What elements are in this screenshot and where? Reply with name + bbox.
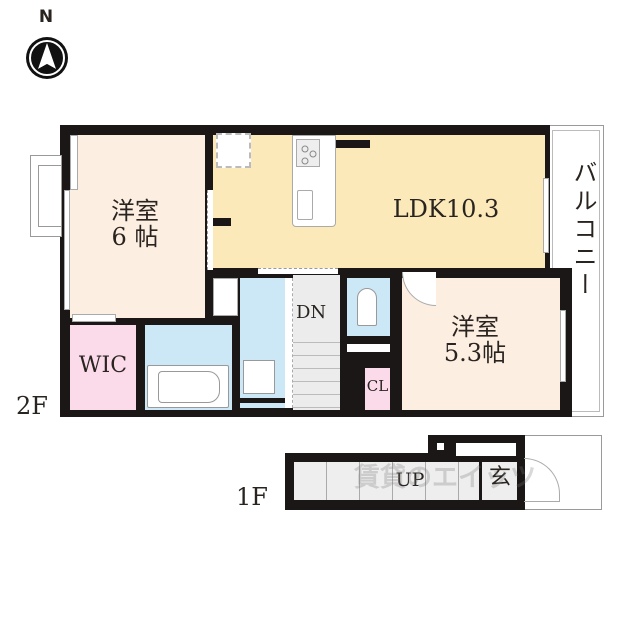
room-wic [70, 325, 136, 410]
wall-ldk-notch [335, 135, 367, 140]
entrance-label: 玄 [488, 465, 511, 490]
ldk-partition-opening [207, 190, 213, 270]
room-size: 5.3帖 [443, 339, 507, 368]
wall-stub [70, 135, 78, 190]
shoe-box [456, 443, 516, 456]
room-size: 6 帖 [111, 223, 159, 252]
stairs-label: DN [296, 302, 327, 323]
stairs-1f [294, 462, 479, 500]
window-west [64, 190, 70, 310]
north-arrow-icon [25, 36, 69, 80]
stairs-steps [293, 330, 340, 410]
toilet-icon [357, 288, 377, 326]
washing-machine-icon [243, 360, 275, 394]
washbasin [213, 278, 238, 316]
washroom-partition [285, 278, 293, 408]
bathtub-icon [147, 365, 229, 408]
stairs-1f-label: UP [395, 469, 425, 491]
room-ldk-label: LDK10.3 [392, 195, 500, 223]
room-western-53-label: 洋室 5.3帖 [420, 314, 530, 367]
room-western-6 [70, 135, 205, 318]
stove-icon [296, 139, 320, 167]
room-type: 洋室 [451, 313, 499, 341]
sink-icon [297, 190, 313, 220]
entrance-space [482, 462, 517, 500]
room-type: 洋室 [111, 197, 159, 225]
wic-door [72, 314, 116, 322]
floor-1f-label: 1F [236, 483, 268, 511]
bay-window [30, 155, 62, 237]
ventilation-unit [216, 133, 251, 168]
room-ldk [213, 135, 545, 268]
washroom-door-strip [240, 403, 285, 408]
room-closet-label: CL [366, 377, 389, 395]
watermark: 賃貸のエイッツ [353, 463, 536, 493]
window-53-east [560, 310, 566, 382]
wall-ldk-top [325, 140, 370, 148]
balcony-label: バルコニー [569, 160, 597, 300]
room-closet [365, 368, 390, 410]
bay-window-inner [38, 165, 62, 227]
window-ldk-east [543, 178, 549, 253]
floor-2f-label: 2F [16, 392, 48, 420]
wall-ldk-stub [213, 218, 231, 226]
room-western-6-label: 洋室 6 帖 [90, 198, 180, 251]
corridor-top [258, 268, 338, 274]
toilet-shelf [347, 344, 390, 352]
room-wic-label: WIC [78, 353, 128, 378]
compass-letter: N [38, 7, 54, 27]
pillar-hole [437, 443, 444, 450]
